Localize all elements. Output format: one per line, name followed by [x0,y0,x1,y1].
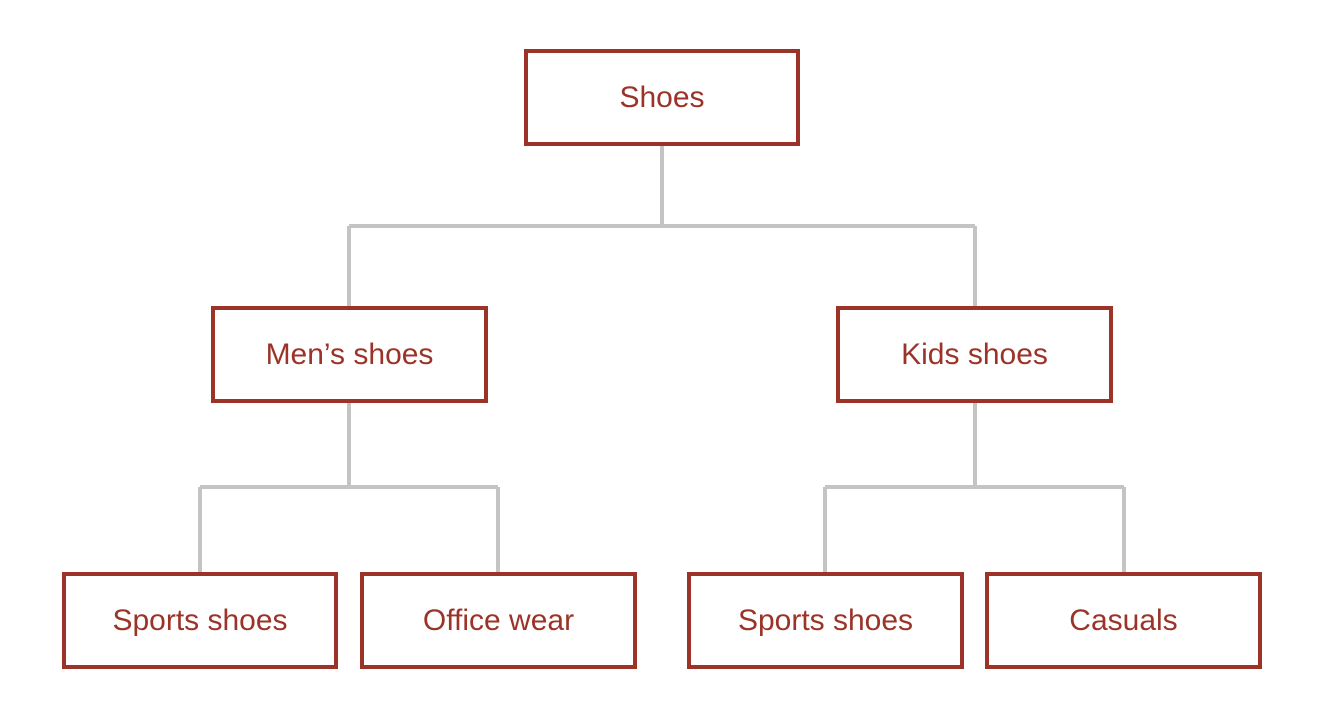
node-shoes: Shoes [524,49,800,146]
node-label: Sports shoes [737,603,914,637]
node-label: Office wear [422,603,575,637]
node-label: Kids shoes [901,337,1048,371]
node-office-wear: Office wear [360,572,637,669]
node-kids-shoes: Kids shoes [836,306,1113,403]
node-casuals: Casuals [985,572,1262,669]
node-label: Men’s shoes [265,337,434,371]
node-label: Casuals [1069,603,1178,637]
node-label: Shoes [619,80,705,114]
node-kids-sports-shoes: Sports shoes [687,572,964,669]
node-mens-sports-shoes: Sports shoes [62,572,338,669]
node-label: Sports shoes [112,603,288,637]
node-mens-shoes: Men’s shoes [211,306,488,403]
